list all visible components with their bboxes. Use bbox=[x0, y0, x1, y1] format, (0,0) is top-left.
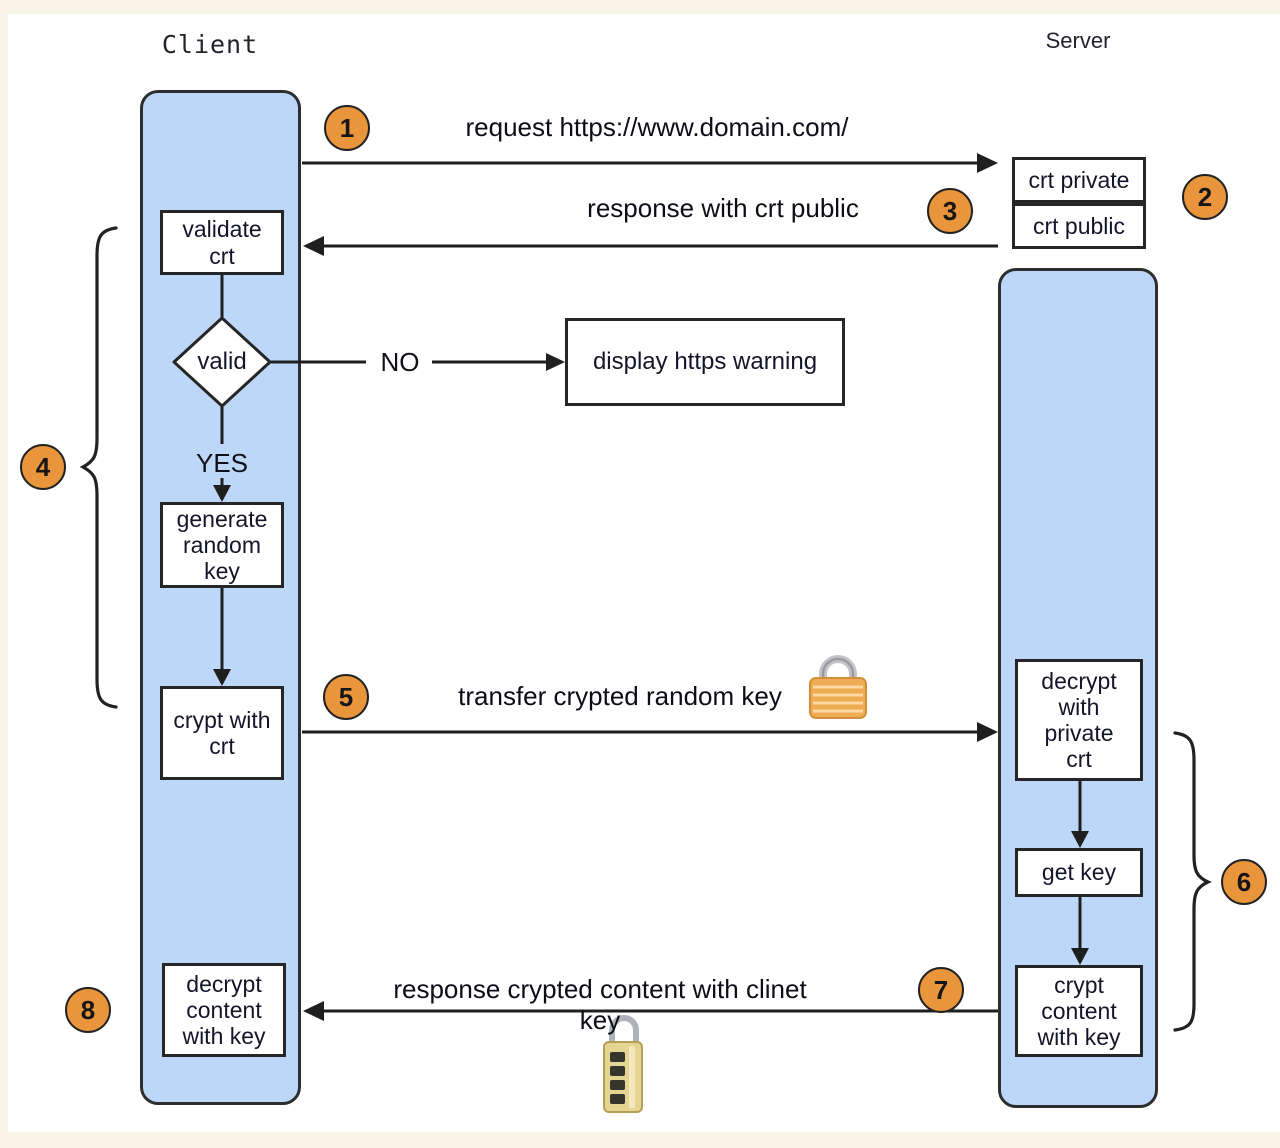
step-badge-8: 8 bbox=[65, 987, 111, 1033]
crypt-with-crt-box: crypt with crt bbox=[160, 686, 284, 780]
step-badge-2: 2 bbox=[1182, 174, 1228, 220]
client-title: Client bbox=[161, 30, 259, 59]
step-badge-4: 4 bbox=[20, 444, 66, 490]
warning-box: display https warning bbox=[565, 318, 845, 406]
step-badge-1: 1 bbox=[324, 105, 370, 151]
transfer-key-label: transfer crypted random key bbox=[458, 681, 782, 711]
crypt-content-box: crypt content with key bbox=[1015, 965, 1143, 1057]
validate-crt-box: validate crt bbox=[160, 210, 284, 275]
step-badge-6: 6 bbox=[1221, 859, 1267, 905]
decrypt-content-box: decrypt content with key bbox=[162, 963, 286, 1057]
crt-private-box: crt private bbox=[1012, 157, 1146, 203]
response-content-label: response crypted content with clinet key bbox=[393, 974, 807, 1035]
request-label: request https://www.domain.com/ bbox=[465, 112, 849, 142]
response-public-label: response with crt public bbox=[587, 193, 859, 223]
decrypt-private-box: decrypt with private crt bbox=[1015, 659, 1143, 781]
crt-public-box: crt public bbox=[1012, 203, 1146, 249]
get-key-box: get key bbox=[1015, 848, 1143, 897]
yes-label: YES bbox=[195, 448, 249, 478]
step-badge-3: 3 bbox=[927, 188, 973, 234]
step-badge-7: 7 bbox=[918, 967, 964, 1013]
server-title: Server bbox=[1045, 28, 1111, 53]
valid-label: valid bbox=[197, 348, 247, 375]
no-label: NO bbox=[380, 347, 420, 377]
generate-key-box: generate random key bbox=[160, 502, 284, 588]
step-badge-5: 5 bbox=[323, 674, 369, 720]
